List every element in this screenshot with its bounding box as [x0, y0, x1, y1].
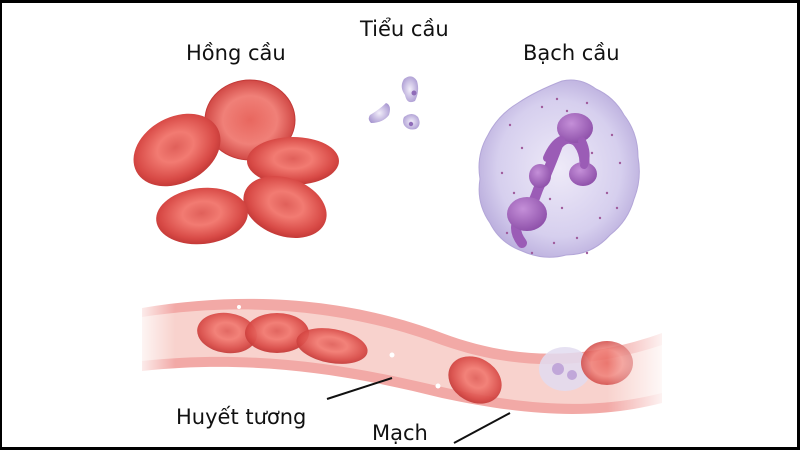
white-blood-cell-label: Bạch cầu	[523, 41, 620, 65]
plasma-label: Huyết tương	[176, 405, 307, 429]
vessel-pointer-line	[453, 412, 511, 444]
white-blood-cell	[478, 79, 640, 258]
red-blood-cells	[133, 79, 339, 245]
blood-vessel	[132, 283, 672, 423]
vessel-label: Mạch	[372, 421, 428, 445]
red-blood-cell-label: Hồng cầu	[186, 41, 286, 65]
platelet-label: Tiểu cầu	[360, 17, 449, 41]
plasma-pointer-line	[326, 377, 393, 400]
platelets	[368, 76, 420, 130]
blood-components-illustration	[132, 76, 672, 444]
